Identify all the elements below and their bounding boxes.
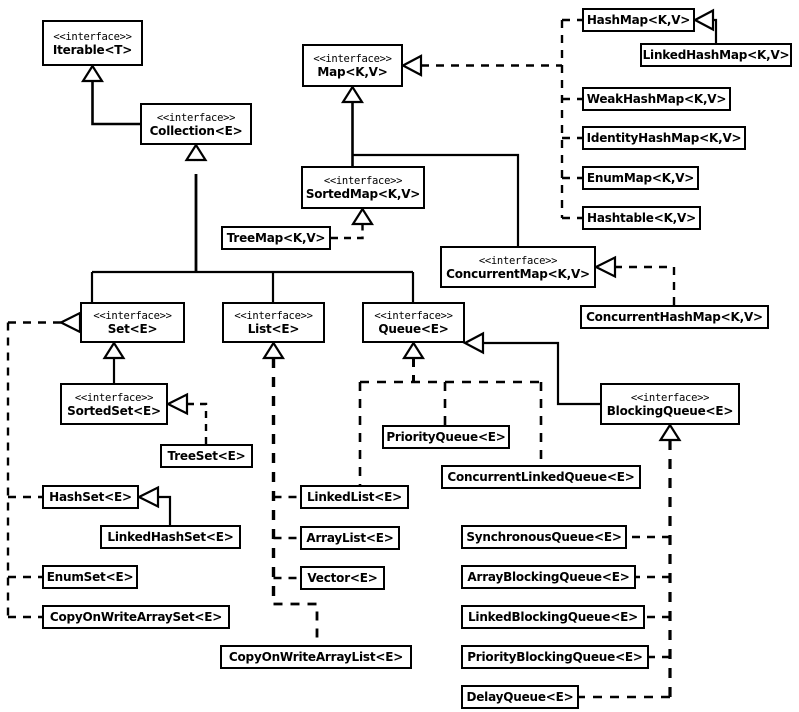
node-queue[interactable]: <<interface>> Queue<E>	[362, 302, 465, 343]
stereotype-label: <<interface>>	[313, 53, 392, 66]
class-name: WeakHashMap<K,V>	[586, 91, 727, 106]
node-hashset[interactable]: HashSet<E>	[42, 485, 139, 509]
stereotype-label: <<interface>>	[234, 310, 313, 323]
class-name: Vector<E>	[307, 570, 378, 585]
edge-treeset-implements-sortedset	[165, 392, 208, 444]
class-name: Hashtable<K,V>	[587, 210, 696, 225]
edge-collection-extends-iterable	[81, 63, 140, 126]
node-identityhashmap[interactable]: IdentityHashMap<K,V>	[582, 126, 746, 150]
node-copyonwritearraylist[interactable]: CopyOnWriteArrayList<E>	[220, 645, 412, 669]
class-name: ConcurrentLinkedQueue<E>	[447, 469, 635, 484]
edge-blockingqueue-extends-queue	[462, 331, 600, 406]
class-name: LinkedHashMap<K,V>	[642, 47, 790, 62]
class-name: HashSet<E>	[49, 489, 132, 504]
node-concurrentlinkedqueue[interactable]: ConcurrentLinkedQueue<E>	[441, 465, 641, 489]
class-name: LinkedHashSet<E>	[107, 529, 234, 544]
node-vector[interactable]: Vector<E>	[300, 566, 385, 590]
class-name: ArrayList<E>	[306, 530, 394, 545]
class-name: EnumSet<E>	[46, 569, 134, 584]
node-enummap[interactable]: EnumMap<K,V>	[582, 166, 699, 190]
class-name: BlockingQueue<E>	[606, 403, 734, 418]
stereotype-label: <<interface>>	[53, 30, 132, 43]
node-concurrentmap[interactable]: <<interface>> ConcurrentMap<K,V>	[440, 246, 596, 288]
class-name: PriorityBlockingQueue<E>	[467, 649, 643, 664]
node-iterable[interactable]: <<interface>> Iterable<T>	[42, 20, 143, 66]
node-arrayblockingqueue[interactable]: ArrayBlockingQueue<E>	[461, 565, 636, 589]
stereotype-label: <<interface>>	[478, 254, 558, 267]
node-delayqueue[interactable]: DelayQueue<E>	[461, 685, 579, 709]
node-collection[interactable]: <<interface>> Collection<E>	[140, 103, 252, 145]
class-name: HashMap<K,V>	[586, 12, 691, 27]
class-name: IdentityHashMap<K,V>	[586, 130, 742, 145]
stereotype-label: <<interface>>	[156, 111, 236, 124]
stereotype-label: <<interface>>	[374, 310, 453, 323]
node-list[interactable]: <<interface>> List<E>	[222, 302, 325, 343]
class-name: LinkedList<E>	[306, 489, 403, 504]
node-map[interactable]: <<interface>> Map<K,V>	[302, 44, 403, 87]
class-name: TreeMap<K,V>	[226, 230, 326, 245]
class-name: EnumMap<K,V>	[586, 170, 695, 185]
class-name: List<E>	[247, 322, 300, 337]
edge-sortedmap-extends-map	[341, 84, 364, 166]
node-linkedhashset[interactable]: LinkedHashSet<E>	[100, 525, 241, 549]
class-name: ConcurrentHashMap<K,V>	[586, 309, 763, 324]
node-sortedset[interactable]: <<interface>> SortedSet<E>	[60, 383, 168, 425]
edge-concurrenthashmap-implements-concurrentmap	[593, 255, 676, 305]
stereotype-label: <<interface>>	[74, 391, 154, 404]
node-sortedmap[interactable]: <<interface>> SortedMap<K,V>	[301, 166, 425, 209]
edge-map-implementors-bus	[400, 18, 582, 220]
node-weakhashmap[interactable]: WeakHashMap<K,V>	[582, 87, 731, 111]
class-name: DelayQueue<E>	[466, 689, 574, 704]
edge-sortedset-extends-set	[102, 340, 126, 383]
node-arraylist[interactable]: ArrayList<E>	[300, 526, 400, 550]
node-linkedhashmap[interactable]: LinkedHashMap<K,V>	[640, 43, 792, 67]
edge-linkedhashmap-extends-hashmap	[692, 8, 718, 43]
node-enumset[interactable]: EnumSet<E>	[42, 565, 138, 589]
stereotype-label: <<interface>>	[630, 391, 710, 404]
class-name: CopyOnWriteArraySet<E>	[49, 609, 223, 624]
node-hashmap[interactable]: HashMap<K,V>	[582, 8, 695, 32]
node-priorityqueue[interactable]: PriorityQueue<E>	[382, 425, 510, 449]
node-concurrenthashmap[interactable]: ConcurrentHashMap<K,V>	[580, 305, 769, 329]
class-name: ArrayBlockingQueue<E>	[467, 569, 630, 584]
class-name: PriorityQueue<E>	[386, 429, 506, 444]
stereotype-label: <<interface>>	[323, 175, 403, 188]
node-blockingqueue[interactable]: <<interface>> BlockingQueue<E>	[600, 383, 740, 425]
edge-treemap-implements-sortedmap	[331, 206, 374, 240]
class-name: CopyOnWriteArrayList<E>	[228, 649, 404, 664]
node-priorityblockingqueue[interactable]: PriorityBlockingQueue<E>	[461, 645, 649, 669]
class-name: TreeSet<E>	[167, 448, 246, 463]
class-name: Set<E>	[107, 322, 158, 337]
node-treeset[interactable]: TreeSet<E>	[160, 444, 253, 468]
node-set[interactable]: <<interface>> Set<E>	[80, 302, 185, 343]
node-copyonwritearrayset[interactable]: CopyOnWriteArraySet<E>	[42, 605, 230, 629]
class-name: Collection<E>	[149, 123, 243, 138]
class-name: LinkedBlockingQueue<E>	[467, 609, 638, 624]
stereotype-label: <<interface>>	[93, 310, 172, 323]
class-name: Iterable<T>	[52, 42, 133, 57]
class-name: SortedMap<K,V>	[305, 187, 421, 202]
class-name: ConcurrentMap<K,V>	[446, 266, 590, 281]
node-linkedblockingqueue[interactable]: LinkedBlockingQueue<E>	[461, 605, 645, 629]
class-name: Queue<E>	[378, 322, 449, 337]
class-name: SortedSet<E>	[67, 403, 161, 418]
class-name: Map<K,V>	[317, 65, 388, 80]
class-name: SynchronousQueue<E>	[466, 529, 622, 544]
node-linkedlist[interactable]: LinkedList<E>	[300, 485, 409, 509]
node-hashtable[interactable]: Hashtable<K,V>	[582, 206, 701, 230]
node-treemap[interactable]: TreeMap<K,V>	[221, 226, 331, 250]
edge-linkedhashset-extends-hashset	[136, 485, 172, 525]
node-synchronousqueue[interactable]: SynchronousQueue<E>	[461, 525, 627, 549]
